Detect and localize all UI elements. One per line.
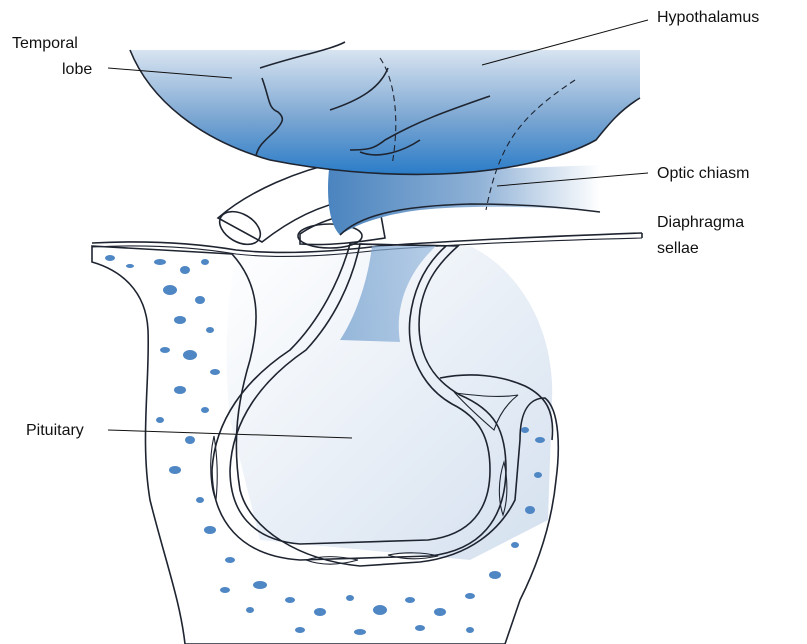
bone-pore [415, 625, 425, 631]
optic-nerve-cut-left [214, 205, 266, 251]
diaphragma-sellae-label-line1: Diaphragma [657, 214, 744, 231]
temporal-lobe-label-line2: lobe [62, 61, 92, 78]
bone-pore [511, 542, 519, 548]
bone-pore [126, 264, 134, 268]
bone-pore [180, 266, 190, 274]
bone-pore [105, 255, 115, 261]
bone-pore [466, 627, 474, 633]
bone-pore [163, 285, 177, 295]
bone-pore [196, 497, 204, 503]
bone-pore [154, 259, 166, 265]
bone-pore [465, 593, 475, 599]
bone-pore [225, 557, 235, 563]
temporal-lobe-label-line1: Temporal [12, 35, 78, 52]
hypothalamus-label: Hypothalamus [657, 9, 759, 26]
bone-pore [246, 607, 254, 613]
bone-pore [174, 316, 186, 324]
bone-pore [346, 595, 354, 601]
bone-pore [174, 386, 186, 394]
diaphragma-sellae-label-line2: sellae [657, 240, 699, 257]
bone-pore [253, 581, 267, 589]
bone-pore [534, 472, 542, 478]
bone-pore [354, 629, 366, 635]
bone-pore [201, 407, 209, 413]
bone-pore [204, 526, 216, 534]
pituitary-label: Pituitary [26, 422, 84, 439]
bone-pore [160, 347, 170, 353]
label-diaphragma-sellae: Diaphragma sellae [657, 214, 744, 257]
bone-pore [206, 327, 214, 333]
bone-pore [195, 296, 205, 304]
bone-pore [156, 417, 164, 423]
bone-pore [535, 437, 545, 443]
bone-pore [489, 571, 501, 579]
bone-pore [314, 608, 326, 616]
bone-pore [525, 506, 535, 514]
optic-chiasm-label: Optic chiasm [657, 165, 749, 182]
bone-pore [210, 369, 220, 375]
bone-pore [285, 597, 295, 603]
bone-pore [169, 466, 181, 474]
bone-pore [295, 627, 305, 633]
bone-pore [183, 350, 197, 360]
bone-pore [434, 608, 446, 616]
bone-pore [373, 605, 387, 615]
sphenoid-bone [92, 246, 558, 644]
bone-pore [405, 597, 415, 603]
bone-pore [201, 259, 209, 265]
bone-pore [521, 427, 529, 433]
bone-pore [220, 587, 230, 593]
bone-pore [185, 436, 195, 444]
